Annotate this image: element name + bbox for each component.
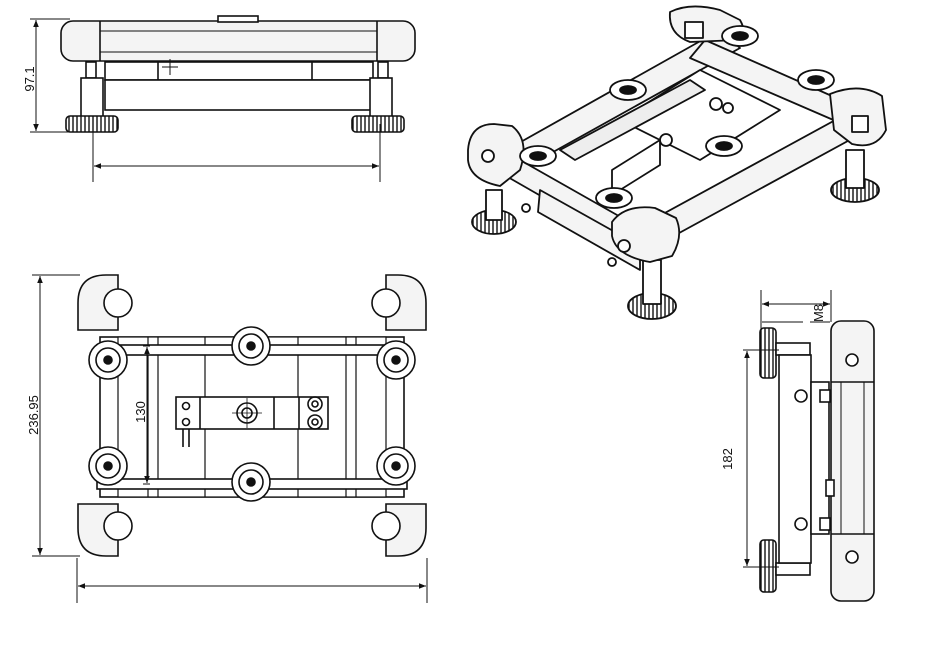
side-height-label: 182: [720, 448, 735, 470]
front-view: [61, 16, 415, 132]
top-height-label: 236.95: [26, 395, 41, 435]
front-height-label: 97.1: [22, 66, 37, 91]
top-inner-label: 130: [133, 401, 148, 423]
side-view: [760, 321, 874, 601]
isometric-view: [468, 6, 886, 319]
side-thread-label: M8: [811, 304, 826, 322]
